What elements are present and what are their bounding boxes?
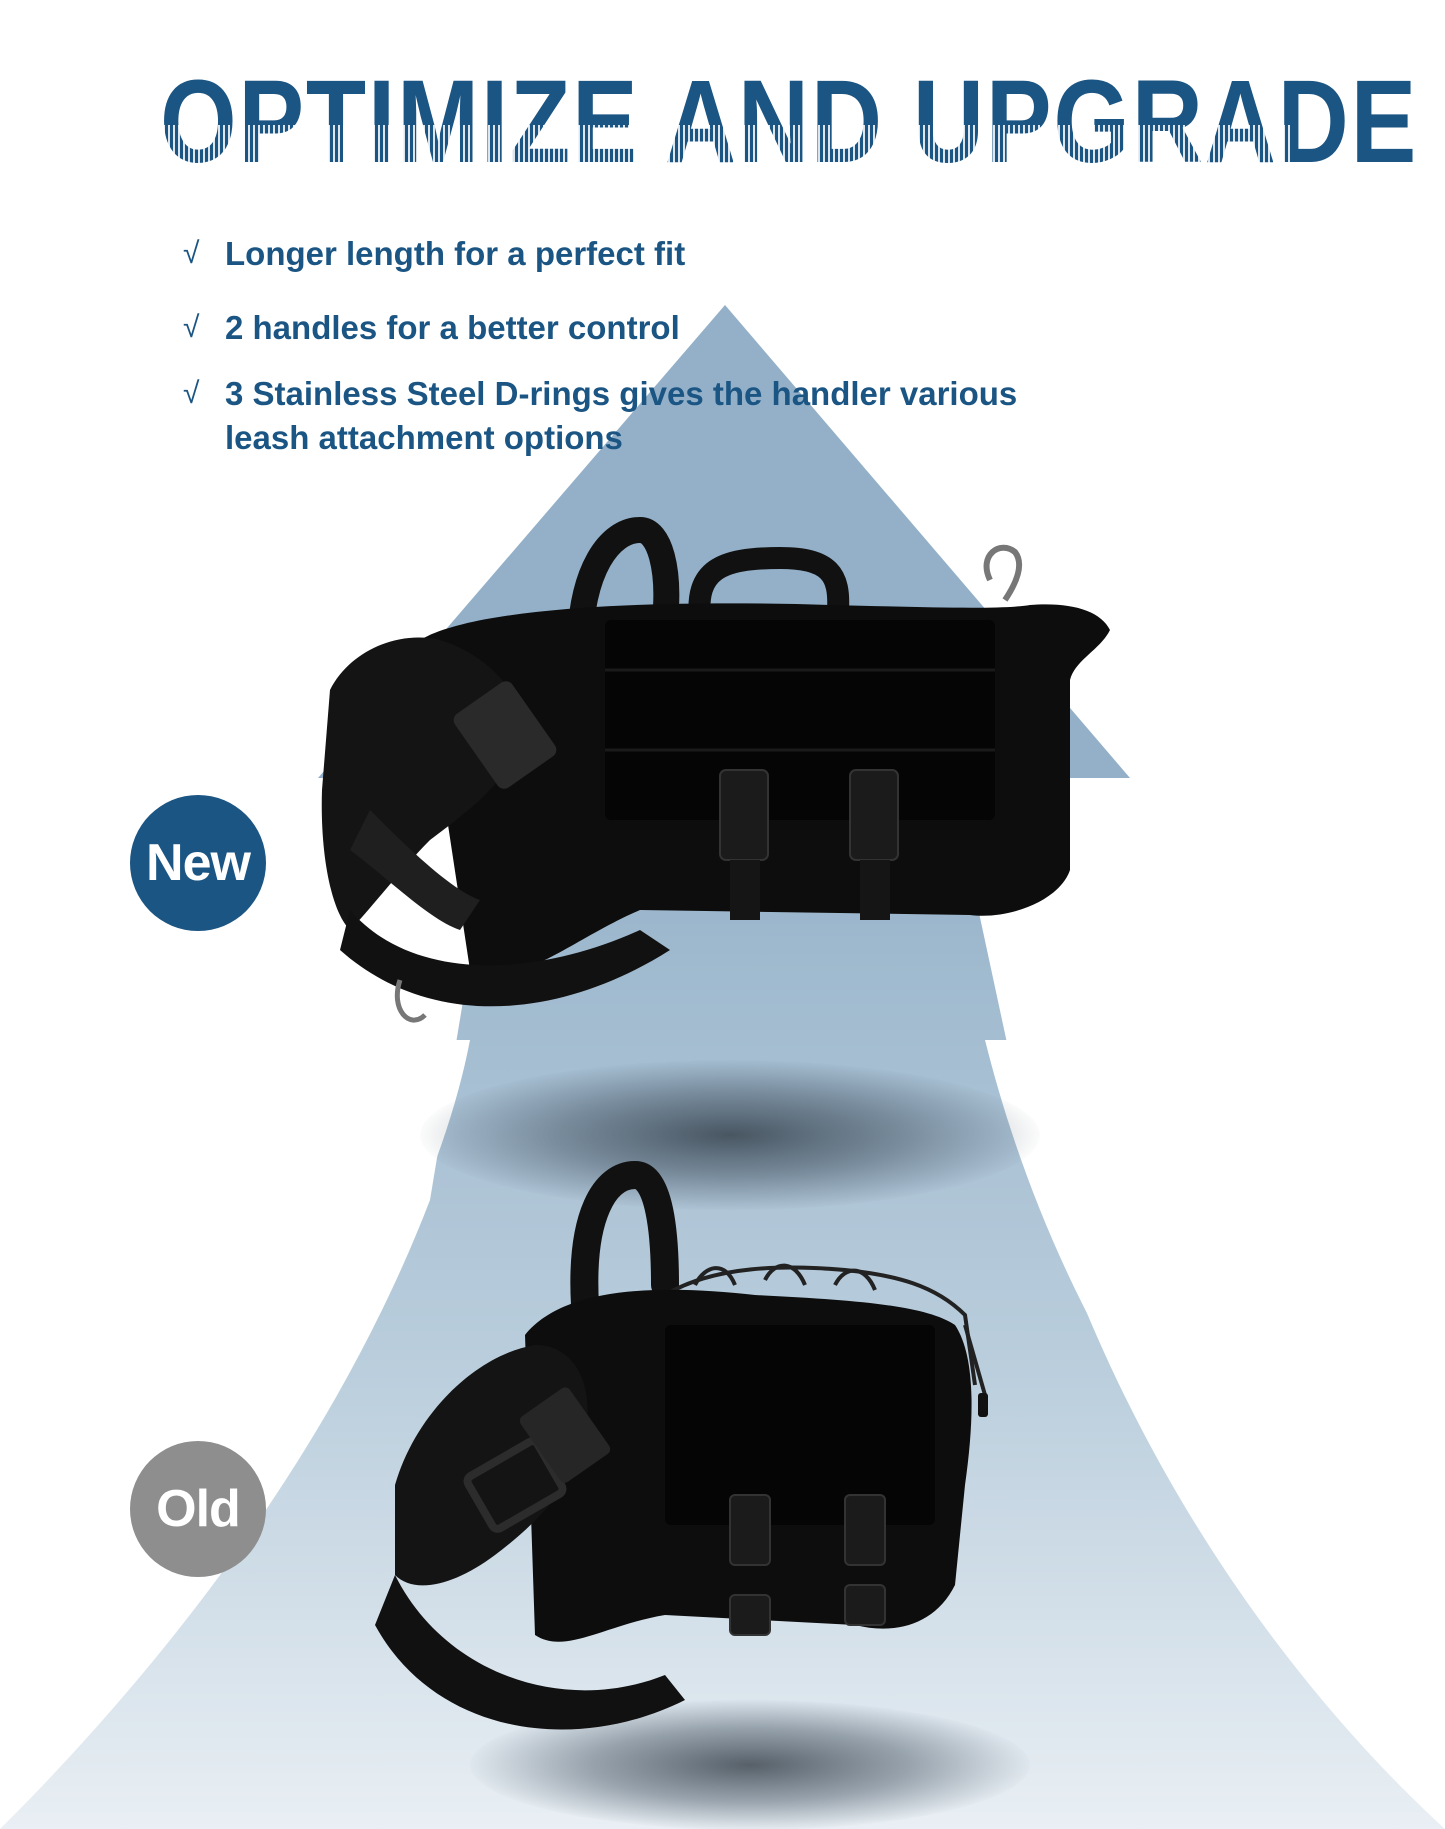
feature-item: √ Longer length for a perfect fit	[183, 232, 1163, 276]
old-harness-image	[375, 1160, 988, 1730]
checkmark-icon: √	[183, 311, 200, 344]
page-title: OPTIMIZE AND UPGRADE	[160, 55, 1419, 188]
checkmark-icon: √	[183, 237, 200, 270]
new-harness-image	[321, 516, 1110, 1023]
feature-text: Longer length for a perfect fit	[225, 235, 686, 272]
feature-text: 3 Stainless Steel D-rings gives the hand…	[225, 375, 1018, 456]
feature-text: 2 handles for a better control	[225, 309, 680, 346]
feature-list: √ Longer length for a perfect fit √ 2 ha…	[183, 232, 1163, 460]
new-badge: New	[130, 795, 266, 931]
checkmark-icon: √	[183, 377, 200, 410]
new-badge-label: New	[146, 834, 251, 892]
feature-item: √ 2 handles for a better control	[183, 306, 1163, 350]
old-badge: Old	[130, 1441, 266, 1577]
old-badge-label: Old	[156, 1480, 241, 1538]
product-shadow	[420, 1060, 1040, 1210]
feature-item: √ 3 Stainless Steel D-rings gives the ha…	[183, 372, 1163, 460]
